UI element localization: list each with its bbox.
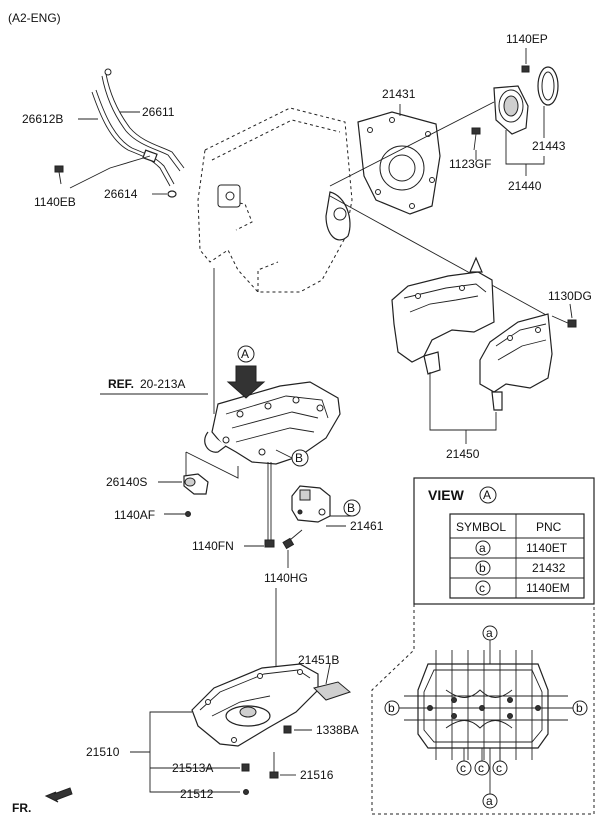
callout-1130dg: 1130DG	[548, 289, 592, 303]
callout-21451b: 21451B	[298, 653, 339, 667]
marker-b-bracket-label: B	[347, 501, 355, 515]
table-row: a 1140ET	[475, 540, 568, 556]
baffle-21451b	[313, 681, 352, 701]
bolt-1140hg	[282, 529, 303, 550]
marker-a-top: A	[241, 347, 249, 361]
marker-b-frame-label: B	[295, 451, 303, 465]
table-symbol-b: b	[479, 561, 486, 575]
front-arrow-icon	[44, 787, 73, 803]
leader-1130dg	[569, 303, 573, 319]
view-detail-frame	[371, 603, 595, 815]
callout-1140ep: 1140EP	[506, 32, 548, 46]
callout-21431: 21431	[382, 87, 416, 101]
table-row: c 1140EM	[475, 580, 570, 596]
detail-marker-a-bottom-label: a	[486, 794, 493, 808]
ref-prefix: REF.	[108, 377, 134, 391]
bolt-1130dg	[551, 315, 577, 328]
rear-plate-21431	[357, 111, 441, 215]
bracket-21450	[429, 372, 497, 431]
detail-marker-a-top-label: a	[486, 626, 493, 640]
callout-1140fn: 1140FN	[192, 539, 234, 553]
callout-21461: 21461	[350, 519, 384, 533]
engine-block	[197, 107, 353, 293]
callout-21516: 21516	[300, 768, 334, 782]
table-pnc-c: 1140EM	[526, 581, 570, 595]
bolt-21516	[269, 752, 279, 779]
callout-21513a: 21513A	[172, 761, 213, 775]
view-detail-frame-drawing	[404, 650, 568, 760]
callout-21512: 21512	[180, 787, 214, 801]
ladder-frame	[204, 381, 341, 465]
detail-marker-c-1-label: c	[460, 761, 466, 775]
table-row: b 21432	[475, 560, 566, 576]
oil-seal-21443	[537, 66, 559, 106]
table-header-symbol: SYMBOL	[456, 520, 506, 534]
table-pnc-a: 1140ET	[526, 541, 568, 555]
plug-1338ba	[283, 725, 292, 734]
bolt-1140af	[185, 511, 191, 517]
view-arrow-a	[226, 345, 266, 399]
o-ring-26614	[167, 190, 177, 198]
callout-1140eb: 1140EB	[34, 195, 76, 209]
view-title: VIEW	[428, 487, 465, 503]
callout-1123gf: 1123GF	[449, 157, 491, 171]
oil-seal-case-21440	[493, 65, 530, 135]
callout-21510: 21510	[86, 745, 120, 759]
leader-marker-b-frame	[275, 449, 293, 459]
callout-1140af: 1140AF	[114, 508, 155, 522]
view-marker-circle	[479, 486, 497, 504]
bolt-1140eb	[54, 165, 64, 185]
detail-marker-c-2-label: c	[478, 761, 484, 775]
leader-1140eb	[69, 155, 151, 189]
front-label: FR.	[12, 801, 31, 815]
callout-1140hg: 1140HG	[264, 571, 308, 585]
bolt-1140fn	[264, 462, 275, 548]
assembly-line-1	[329, 101, 495, 187]
table-symbol-c: c	[479, 581, 485, 595]
callout-21450: 21450	[446, 447, 480, 461]
callout-26611: 26611	[142, 105, 175, 119]
oil-screen-26140s	[183, 473, 209, 495]
leader-26140s-box	[185, 451, 239, 479]
detail-marker-b-left-label: b	[388, 701, 395, 715]
bolt-1123gf	[471, 127, 481, 151]
ref-value: 20-213A	[140, 377, 185, 391]
symbol-table	[449, 513, 585, 599]
detail-marker-c-3-label: c	[496, 761, 502, 775]
engine-code-label: (A2-ENG)	[8, 11, 61, 25]
callout-21443: 21443	[532, 139, 566, 153]
leader-21451b	[325, 663, 331, 685]
bracket-21440	[505, 130, 545, 165]
assembly-line-2	[329, 195, 549, 317]
table-pnc-b: 21432	[532, 561, 566, 575]
view-marker: A	[483, 488, 491, 502]
oil-pan-21510	[191, 663, 319, 747]
side-cover-21450	[391, 256, 553, 411]
table-header-pnc: PNC	[536, 520, 562, 534]
callout-26612b: 26612B	[22, 112, 63, 126]
table-symbol-a: a	[479, 541, 486, 555]
drain-plug-21513a	[241, 763, 250, 772]
callout-26140s: 26140S	[106, 475, 147, 489]
oil-level-gauge	[101, 68, 185, 172]
gasket-21512	[243, 789, 249, 795]
callout-26614: 26614	[104, 187, 138, 201]
callout-1338ba: 1338BA	[316, 723, 359, 737]
callout-21440: 21440	[508, 179, 542, 193]
detail-marker-b-right-label: b	[576, 701, 583, 715]
bracket-21461	[291, 485, 331, 523]
